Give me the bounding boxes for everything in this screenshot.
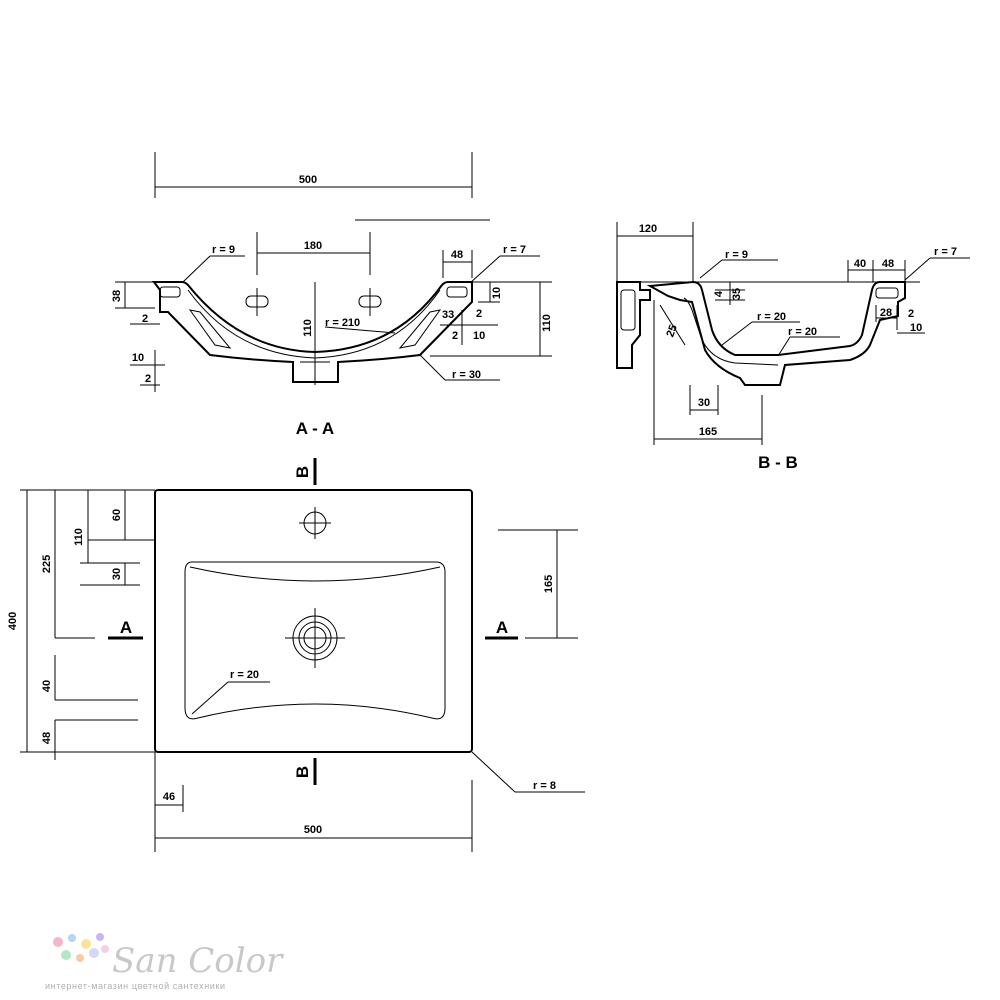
bb-dim-10: 10 (910, 322, 922, 334)
bb-dim-28: 28 (880, 307, 892, 319)
plan-marker-b-top: B (293, 466, 312, 478)
logo-dots (53, 933, 109, 962)
logo-dot (96, 933, 104, 941)
aa-r-left: r = 9 (212, 244, 235, 256)
aa-dim-lip: 48 (451, 249, 463, 261)
sancolor-logo: San Color интернет-магазин цветной санте… (45, 933, 284, 991)
logo-dot (81, 939, 91, 949)
plan-dim-225: 225 (41, 555, 53, 573)
aa-dim-2b: 2 (145, 373, 151, 385)
logo-dot (61, 950, 71, 960)
plan-r-8: r = 8 (533, 780, 556, 792)
plan-marker-a-right: A (496, 618, 508, 637)
logo-name: San Color (112, 941, 284, 981)
bb-section-title: B - B (758, 453, 798, 472)
plan-r-20: r = 20 (230, 669, 259, 681)
logo-dot (101, 945, 109, 953)
bb-dim-25: 25 (664, 323, 679, 339)
bb-dim-30: 30 (698, 397, 710, 409)
plan-dim-30: 30 (111, 568, 123, 580)
plan-view: B B A A 400 225 110 60 (7, 458, 585, 852)
aa-dim-10a: 10 (132, 352, 144, 364)
aa-dim-2s: 2 (452, 330, 458, 342)
aa-r-210: r = 210 (325, 317, 360, 329)
aa-dim-110-center: 110 (302, 319, 314, 337)
aa-dim-holes: 180 (304, 240, 322, 252)
aa-r-right: r = 7 (503, 244, 526, 256)
plan-dim-110: 110 (73, 528, 85, 546)
bb-r-20a: r = 20 (757, 311, 786, 323)
bb-r-20b: r = 20 (788, 326, 817, 338)
section-bb: 120 r = 9 r = 7 40 48 4 35 25 r = 20 (616, 222, 970, 472)
plan-dim-165: 165 (543, 575, 555, 593)
aa-dim-110-right: 110 (541, 314, 553, 332)
aa-dim-2r: 2 (476, 308, 482, 320)
aa-dim-10s: 10 (473, 330, 485, 342)
aa-dim-33: 33 (442, 309, 454, 321)
logo-dot (68, 934, 76, 942)
bb-dim-4: 4 (713, 290, 725, 297)
bb-r-9: r = 9 (725, 249, 748, 261)
aa-dim-38: 38 (111, 290, 123, 302)
bb-dim-48: 48 (882, 258, 894, 270)
bb-r-7: r = 7 (934, 246, 957, 258)
logo-dot (53, 937, 63, 947)
plan-marker-b-bottom: B (293, 766, 312, 778)
plan-dim-48: 48 (41, 732, 53, 744)
section-aa: 500 180 48 r = 9 r = 7 (111, 152, 553, 438)
aa-dim-10r: 10 (491, 287, 503, 299)
aa-r-30: r = 30 (452, 369, 481, 381)
plan-marker-a-left: A (120, 618, 132, 637)
plan-dim-40: 40 (41, 680, 53, 692)
logo-dot (89, 948, 99, 958)
aa-section-title: A - A (296, 419, 334, 438)
logo-dot (76, 954, 84, 962)
plan-dim-500: 500 (304, 824, 322, 836)
plan-dim-46: 46 (163, 791, 175, 803)
bb-dim-120: 120 (639, 223, 657, 235)
bb-dim-40: 40 (854, 258, 866, 270)
bb-dim-165: 165 (699, 426, 717, 438)
plan-dim-400: 400 (7, 612, 19, 630)
aa-dim-2a: 2 (142, 313, 148, 325)
logo-tagline: интернет-магазин цветной сантехники (45, 981, 226, 991)
plan-dim-60: 60 (111, 509, 123, 521)
bb-dim-2: 2 (908, 308, 914, 320)
aa-dim-width: 500 (299, 174, 317, 186)
bb-dim-35: 35 (731, 288, 743, 300)
